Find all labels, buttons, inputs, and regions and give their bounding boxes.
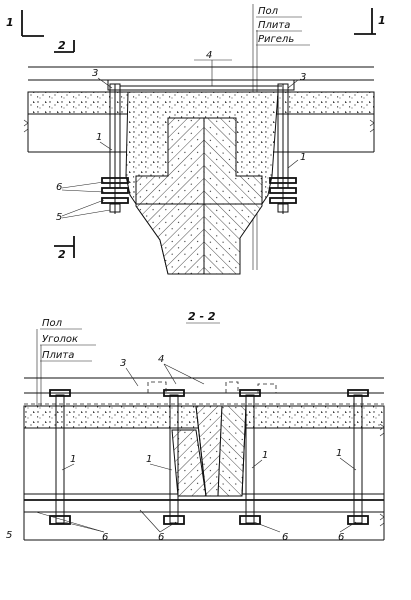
- label-1-b: 1: [146, 454, 152, 465]
- girder-stem-left: [135, 117, 205, 275]
- angle-plate: [107, 79, 295, 91]
- label-1-left: 1: [96, 132, 102, 143]
- label-3-right: 3: [300, 72, 306, 83]
- section-mark-1-right: 1: [354, 8, 386, 35]
- callout-floor: Пол: [42, 318, 63, 329]
- label-5: 5: [56, 212, 62, 223]
- label-6-a: 6: [102, 532, 108, 543]
- callout-slab: Плита: [258, 20, 290, 31]
- label-1-right: 1: [300, 152, 306, 163]
- break-mark-right-low: [379, 513, 385, 527]
- label-1-c: 1: [262, 450, 268, 461]
- label-1-d: 1: [336, 448, 342, 459]
- label-6-b: 6: [158, 532, 164, 543]
- break-mark-right: [369, 119, 375, 133]
- girder-wedge-right: [217, 405, 247, 497]
- section-mark-2-top: 2: [54, 39, 75, 53]
- label-4: 4: [206, 50, 212, 61]
- right-bolt-assembly: [269, 83, 297, 214]
- section-mark-label: 2: [58, 39, 66, 52]
- break-mark-right: [379, 423, 385, 437]
- label-edge: 5: [6, 530, 12, 541]
- label-6-c: 6: [282, 532, 288, 543]
- upstands: [147, 381, 277, 393]
- section-mark-label: 2: [58, 248, 66, 261]
- callout-floor: Пол: [258, 6, 279, 17]
- label-6-d: 6: [338, 532, 344, 543]
- section-1-1-view: 1 1 2 2 Пол Плита Ригель: [6, 4, 386, 275]
- label-1-a: 1: [70, 454, 76, 465]
- break-mark-left: [23, 119, 29, 133]
- left-bolt-assembly: [101, 83, 129, 214]
- section-mark-2-bottom: 2: [54, 236, 75, 261]
- label-3-left: 3: [92, 68, 98, 79]
- callout-girder: Ригель: [258, 34, 294, 45]
- section-mark-label: 1: [6, 16, 14, 29]
- bolts-row: [49, 389, 369, 525]
- bottom-layer-callout: Пол Уголок Плита: [36, 318, 96, 410]
- section-mark-label: 1: [378, 14, 386, 27]
- label-3: 3: [120, 358, 126, 369]
- section-mark-1-left: 1: [6, 10, 44, 37]
- callout-slab: Плита: [42, 350, 74, 361]
- section-title: 2 - 2: [188, 310, 216, 323]
- label-4: 4: [158, 354, 164, 365]
- callout-angle: Уголок: [42, 334, 78, 345]
- section-2-2-view: 2 - 2 Пол Уголок Плита: [6, 310, 385, 543]
- label-6: 6: [56, 182, 62, 193]
